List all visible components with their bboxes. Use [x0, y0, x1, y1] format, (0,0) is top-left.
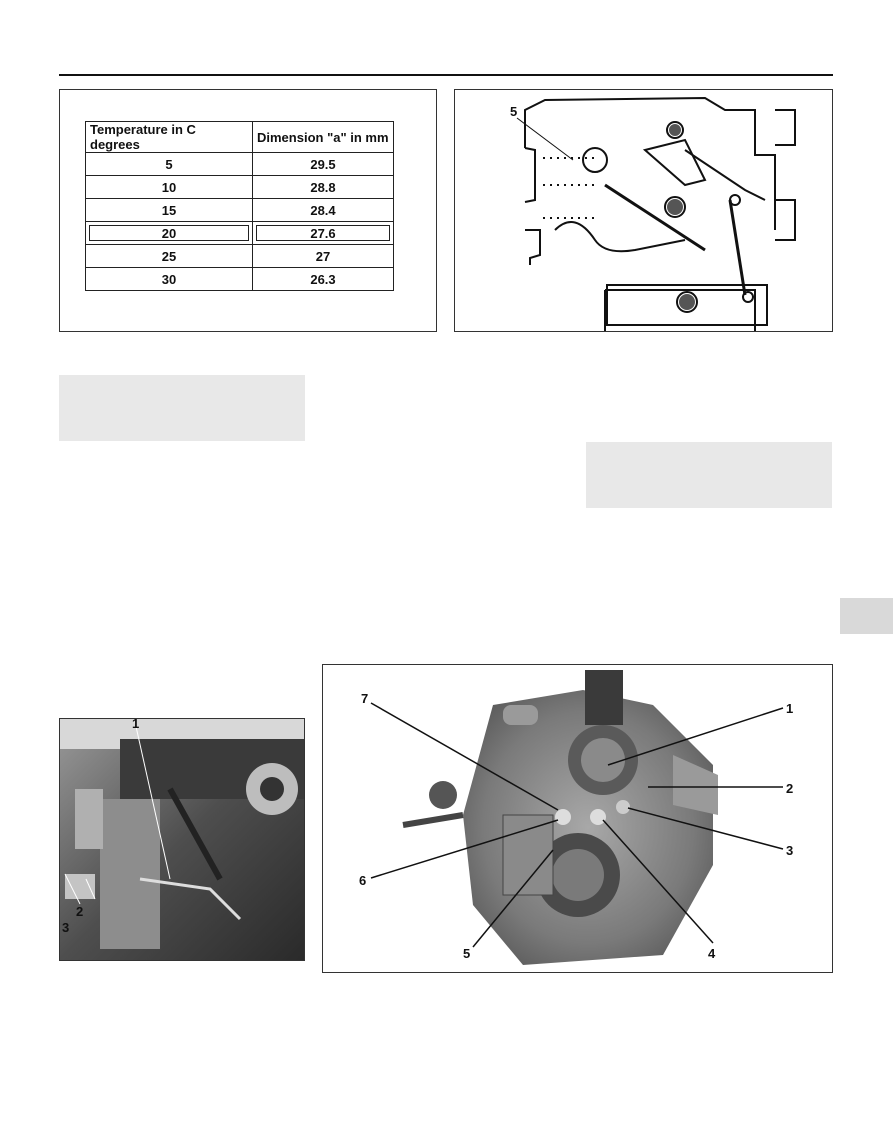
dimension-cell: 29.5	[252, 152, 394, 176]
linkage-diagram: 5	[510, 96, 796, 331]
callout-label: 1	[132, 719, 139, 731]
table-row: 30 26.3	[85, 267, 394, 291]
table-figure: Temperature in C degrees Dimension "a" i…	[59, 89, 437, 332]
column-header: Dimension "a" in mm	[252, 121, 394, 153]
callout-label: 4	[708, 946, 716, 961]
adjustment-photo: 1 2 3	[60, 719, 304, 960]
temperature-cell: 15	[85, 198, 253, 222]
temperature-table: Temperature in C degrees Dimension "a" i…	[85, 121, 394, 291]
callout-label: 3	[786, 843, 793, 858]
dimension-cell: 27.6	[252, 221, 394, 245]
dimension-cell: 28.4	[252, 198, 394, 222]
temperature-cell: 30	[85, 267, 253, 291]
callout-label: 2	[786, 781, 793, 796]
carburettor-photo-figure: 7 1 2 3 4 5 6	[322, 664, 833, 973]
callout-label: 3	[62, 920, 69, 935]
temperature-cell: 10	[85, 175, 253, 199]
callout-label: 7	[361, 691, 368, 706]
caption-box-left	[59, 375, 305, 441]
section-tab	[840, 598, 893, 634]
callout-label: 6	[359, 873, 366, 888]
table-row: 25 27	[85, 244, 394, 268]
table-row: 15 28.4	[85, 198, 394, 222]
caption-box-right	[586, 442, 832, 508]
callout-label: 5	[510, 104, 517, 119]
carburettor-photo: 7 1 2 3 4 5 6	[323, 665, 832, 972]
temperature-cell: 5	[85, 152, 253, 176]
table-row: 10 28.8	[85, 175, 394, 199]
column-header: Temperature in C degrees	[85, 121, 253, 153]
adjustment-photo-figure: 1 2 3	[59, 718, 305, 961]
dimension-cell: 26.3	[252, 267, 394, 291]
linkage-diagram-figure: 5	[454, 89, 833, 332]
callout-label: 2	[76, 904, 83, 919]
dimension-cell: 27	[252, 244, 394, 268]
table-row-highlighted: 20 27.6	[85, 221, 394, 245]
callout-label: 5	[463, 946, 470, 961]
header-rule	[59, 74, 833, 76]
table-header-row: Temperature in C degrees Dimension "a" i…	[85, 121, 394, 153]
temperature-cell: 25	[85, 244, 253, 268]
temperature-cell: 20	[85, 221, 253, 245]
table-row: 5 29.5	[85, 152, 394, 176]
callout-label: 1	[786, 701, 793, 716]
dimension-cell: 28.8	[252, 175, 394, 199]
